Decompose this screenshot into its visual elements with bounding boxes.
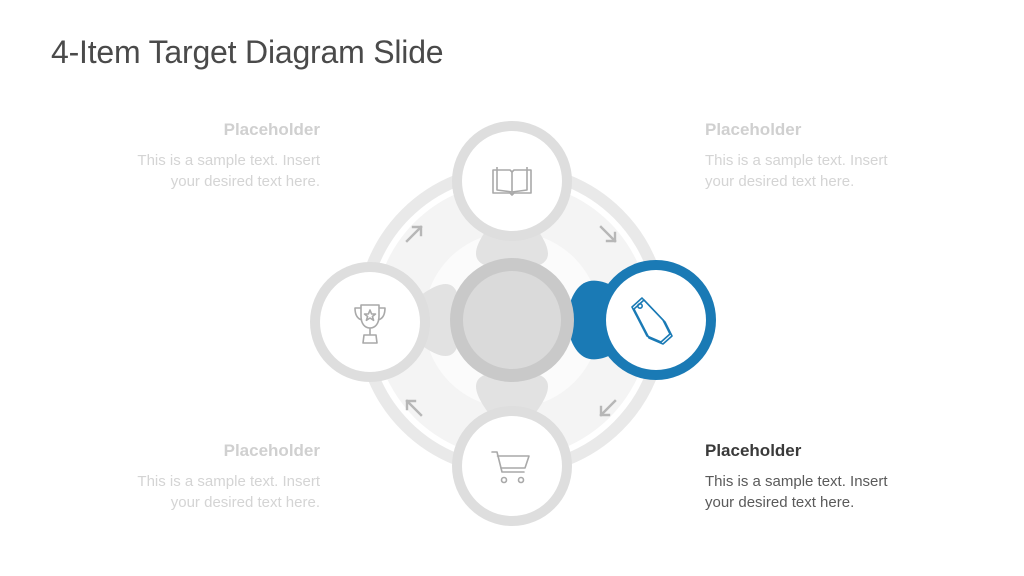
heading-top-right: Placeholder	[705, 120, 802, 139]
body-bottom-left: This is a sample text. Insert your desir…	[80, 471, 320, 513]
text-block-top-left: Placeholder This is a sample text. Inser…	[80, 120, 320, 192]
text-block-top-right: Placeholder This is a sample text. Inser…	[705, 120, 945, 192]
body-bottom-left-line1: This is a sample text. Insert	[137, 473, 320, 490]
hub	[463, 271, 561, 369]
node-top[interactable]	[452, 121, 572, 241]
arrow-bottom-left	[405, 399, 423, 417]
arrow-top-right	[599, 225, 617, 243]
heading-bottom-right: Placeholder	[705, 441, 802, 460]
body-top-right-line1: This is a sample text. Insert	[705, 152, 888, 169]
text-block-bottom-right: Placeholder This is a sample text. Inser…	[705, 441, 945, 513]
node-left[interactable]	[310, 262, 430, 382]
slide-title: 4-Item Target Diagram Slide	[51, 34, 444, 70]
arrow-top-left	[405, 225, 423, 243]
body-top-right-line2: your desired text here.	[705, 173, 855, 190]
node-bottom[interactable]	[452, 406, 572, 526]
body-top-left-line2: your desired text here.	[170, 173, 320, 190]
heading-bottom-left: Placeholder	[223, 441, 320, 460]
text-block-bottom-left: Placeholder This is a sample text. Inser…	[80, 441, 320, 513]
node-right-active[interactable]	[596, 260, 716, 380]
body-top-right: This is a sample text. Insert your desir…	[705, 150, 945, 192]
body-bottom-right-line1: This is a sample text. Insert	[705, 473, 888, 490]
heading-top-left: Placeholder	[223, 120, 320, 139]
body-bottom-right-line2: your desired text here.	[705, 494, 855, 511]
cart-icon	[491, 451, 530, 484]
trophy-icon	[354, 304, 386, 344]
tags-icon	[631, 297, 673, 345]
body-top-left: This is a sample text. Insert your desir…	[80, 150, 320, 192]
body-bottom-right: This is a sample text. Insert your desir…	[705, 471, 945, 513]
body-top-left-line1: This is a sample text. Insert	[137, 152, 320, 169]
book-icon	[492, 167, 532, 196]
connector-bottom	[476, 371, 548, 440]
arrow-bottom-right	[599, 399, 617, 417]
body-bottom-left-line2: your desired text here.	[170, 494, 320, 511]
